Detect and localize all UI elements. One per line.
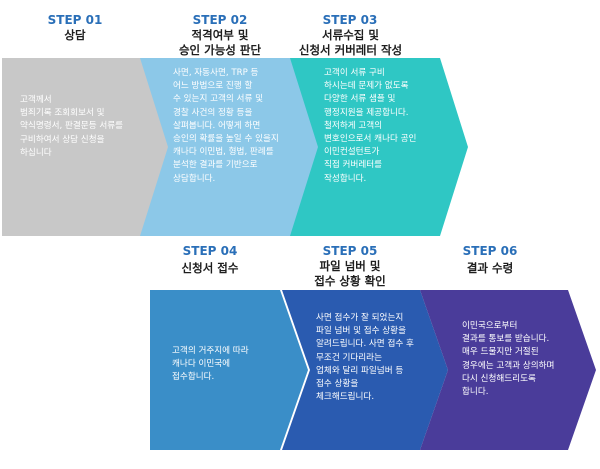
step-01-label: STEP 01	[47, 13, 103, 27]
step-06-title: 결과 수령	[466, 261, 514, 275]
step-01-title: 상담	[64, 28, 86, 42]
step-02-description: 사면, 자동사면, TRP 등 어느 방법으로 진행 할 수 있는지 고객의 서…	[173, 68, 279, 184]
step-03-arrow-shape	[290, 58, 468, 236]
step-02-title: 적격여부 및 승인 가능성 판단	[178, 28, 262, 57]
step-03-chevron: 고객이 서류 구비 하시는데 문제가 없도록 다양한 서류 샘플 및 행정지원을…	[290, 58, 470, 236]
step-01-description: 고객께서 범죄기록 조회회보서 및 약식명령서, 판결문등 서류를 구비하여서 …	[20, 95, 124, 158]
step-01-chevron: 고객께서 범죄기록 조회회보서 및 약식명령서, 판결문등 서류를 구비하여서 …	[2, 58, 180, 236]
step-01-arrow-shape	[2, 58, 178, 236]
step-04-arrow-shape	[150, 290, 308, 450]
step-05-label: STEP 05	[322, 244, 378, 258]
step-03-label: STEP 03	[322, 13, 378, 27]
step-02-chevron: 사면, 자동사면, TRP 등 어느 방법으로 진행 할 수 있는지 고객의 서…	[140, 58, 325, 236]
step-04-chevron: 고객의 거주지에 따라 캐나다 이민국에 접수합니다.	[150, 290, 310, 450]
step-06-arrow-shape	[420, 290, 596, 450]
step-02-arrow-shape	[140, 58, 323, 236]
step-05-title: 파일 넘버 및 접수 상황 확인	[314, 259, 386, 288]
step-06-label: STEP 06	[462, 244, 518, 258]
step-05-description: 사면 접수가 잘 되었는지 파일 넘버 및 접수 상황을 알려드립니다. 사면 …	[316, 313, 414, 403]
step-05-chevron: 사면 접수가 잘 되었는지 파일 넘버 및 접수 상황을 알려드립니다. 사면 …	[282, 290, 450, 450]
step-06-description: 이민국으로부터 결과를 통보를 받습니다. 매우 드물지만 거절된 경우에는 고…	[462, 321, 555, 398]
step-05-arrow-shape	[282, 290, 448, 450]
step-03-description: 고객이 서류 구비 하시는데 문제가 없도록 다양한 서류 샘플 및 행정지원을…	[324, 68, 417, 184]
step-04-label: STEP 04	[182, 244, 238, 258]
step-04-title: 신청서 접수	[181, 261, 239, 275]
step-04-description: 고객의 거주지에 따라 캐나다 이민국에 접수합니다.	[172, 346, 249, 383]
step-06-chevron: 이민국으로부터 결과를 통보를 받습니다. 매우 드물지만 거절된 경우에는 고…	[420, 290, 598, 450]
step-03-title: 서류수집 및 신청서 커버레터 작성	[298, 28, 403, 57]
step-02-label: STEP 02	[192, 13, 248, 27]
